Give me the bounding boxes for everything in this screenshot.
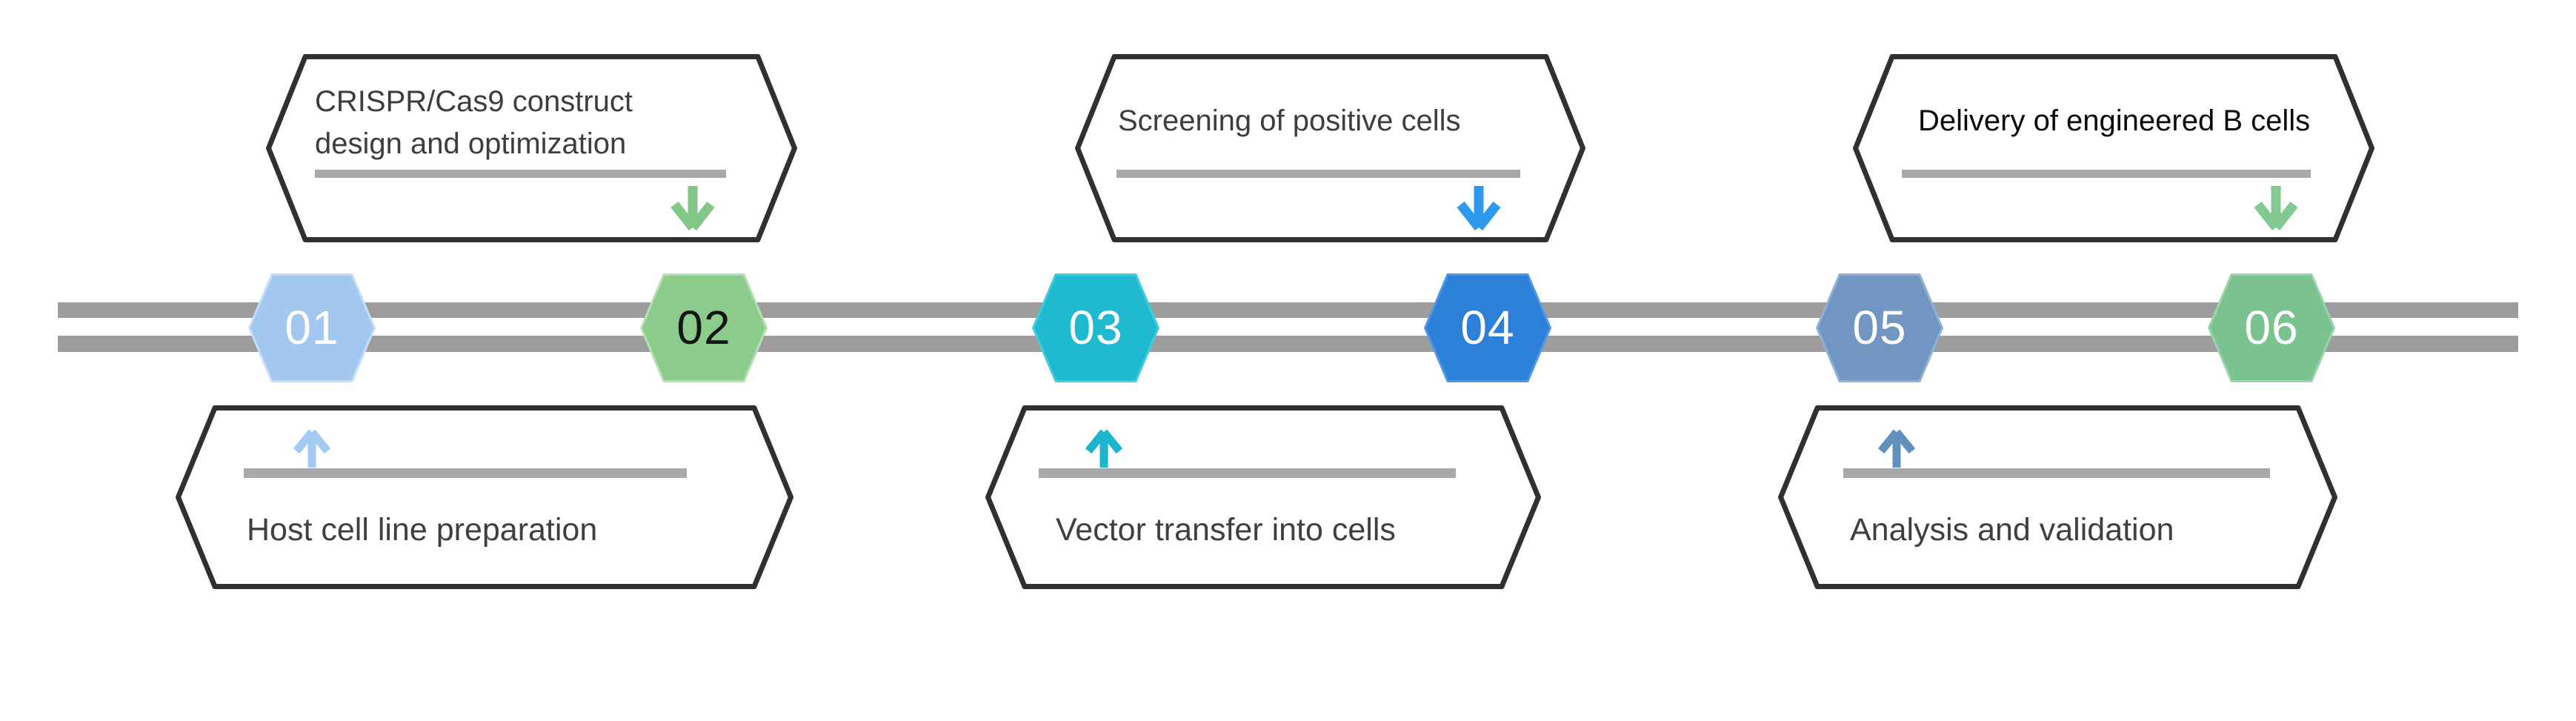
hexagon-shape xyxy=(248,273,376,382)
step-number: 04 xyxy=(1460,301,1515,354)
callout-label: Host cell line preparation xyxy=(247,512,598,548)
step-node-04: 04 xyxy=(1424,273,1551,382)
callout-bottom-2: Vector transfer into cells xyxy=(985,405,1541,589)
up-arrow-icon xyxy=(1085,429,1123,468)
step-number: 03 xyxy=(1068,301,1123,354)
callout-label: Analysis and validation xyxy=(1850,512,2174,548)
step-node-02: 02 xyxy=(640,273,768,382)
step-node-03: 03 xyxy=(1032,273,1159,382)
hexagon-shape xyxy=(640,273,768,382)
callout-top-1: CRISPR/Cas9 construct design and optimiz… xyxy=(266,54,797,242)
callout-hexagon-outline xyxy=(985,405,1541,589)
callout-label: Screening of positive cells xyxy=(1118,104,1461,137)
divider-line xyxy=(244,468,687,478)
callout-bottom-1: Host cell line preparation xyxy=(176,405,793,589)
step-node-05: 05 xyxy=(1816,273,1943,382)
hexagon-shape xyxy=(2208,273,2335,382)
step-number: 05 xyxy=(1852,301,1907,354)
up-arrow-icon xyxy=(293,429,331,468)
callout-top-3: Delivery of engineered B cells xyxy=(1853,54,2374,242)
step-number: 06 xyxy=(2244,301,2299,354)
callout-hexagon-outline xyxy=(176,405,793,589)
callout-label: Vector transfer into cells xyxy=(1056,512,1396,548)
callout-hexagon-outline xyxy=(1778,405,2337,589)
hexagon-shape xyxy=(1032,273,1159,382)
callout-label: CRISPR/Cas9 construct design and optimiz… xyxy=(315,85,633,160)
step-node-01: 01 xyxy=(248,273,376,382)
hexagon-shape xyxy=(1424,273,1551,382)
callout-hexagon-outline xyxy=(266,54,797,242)
step-number: 01 xyxy=(284,301,339,354)
divider-line xyxy=(1039,468,1456,478)
divider-line xyxy=(1843,468,2270,478)
divider-line xyxy=(1116,170,1520,178)
callout-top-2: Screening of positive cells xyxy=(1075,54,1585,242)
divider-line xyxy=(1902,170,2311,178)
divider-line xyxy=(315,170,726,178)
down-arrow-icon xyxy=(2254,186,2298,230)
step-node-06: 06 xyxy=(2208,273,2335,382)
hexagon-shape xyxy=(1816,273,1943,382)
callout-label: Delivery of engineered B cells xyxy=(1918,104,2311,137)
step-number: 02 xyxy=(676,301,731,354)
timeline-bar-upper xyxy=(58,302,2518,318)
callout-bottom-3: Analysis and validation xyxy=(1778,405,2337,589)
down-arrow-icon xyxy=(1457,186,1501,230)
callout-hexagon-outline xyxy=(1853,54,2374,242)
up-arrow-icon xyxy=(1877,429,1916,468)
timeline-bar-lower xyxy=(58,336,2518,352)
down-arrow-icon xyxy=(670,186,715,230)
callout-hexagon-outline xyxy=(1075,54,1585,242)
